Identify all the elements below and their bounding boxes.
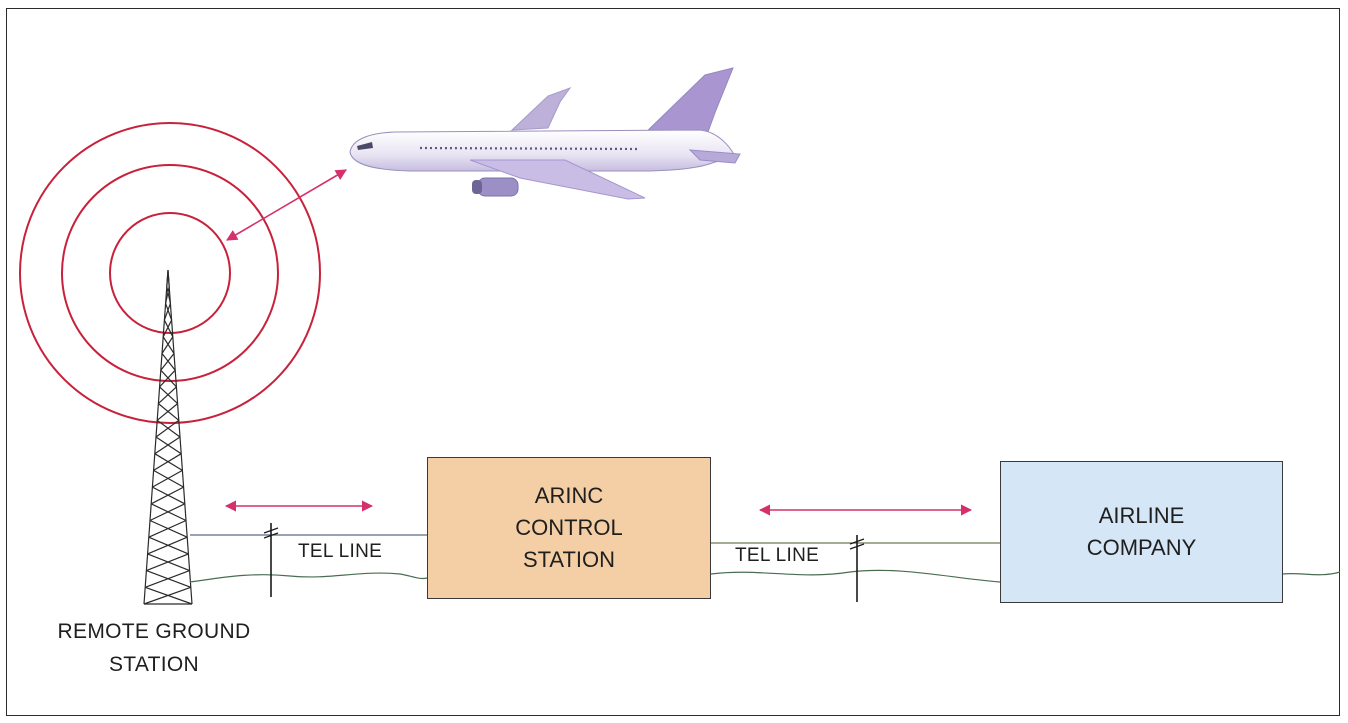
airline-box-line2: COMPANY [1087, 532, 1197, 564]
remote-ground-station-label: REMOTE GROUND STATION [14, 616, 294, 681]
arinc-box-line3: STATION [523, 544, 615, 576]
airline-box-line1: AIRLINE [1099, 500, 1185, 532]
airline-company-box: AIRLINE COMPANY [1000, 461, 1283, 603]
station-label-line1: REMOTE GROUND [14, 616, 294, 649]
arinc-box-line2: CONTROL [515, 512, 623, 544]
tel-line-label-2: TEL LINE [735, 545, 819, 567]
tel-line-label-1: TEL LINE [298, 541, 382, 563]
airline-outgoing-line [1283, 572, 1340, 575]
radio-tower-icon [144, 270, 192, 604]
arinc-box-line1: ARINC [535, 480, 603, 512]
radio-wave-outer [20, 123, 320, 423]
airplane-icon [350, 68, 740, 199]
air-ground-link-arrow [227, 170, 346, 240]
station-label-line2: STATION [14, 649, 294, 682]
radio-waves [20, 123, 320, 423]
radio-wave-middle [62, 165, 278, 381]
arinc-control-station-box: ARINC CONTROL STATION [427, 457, 711, 599]
